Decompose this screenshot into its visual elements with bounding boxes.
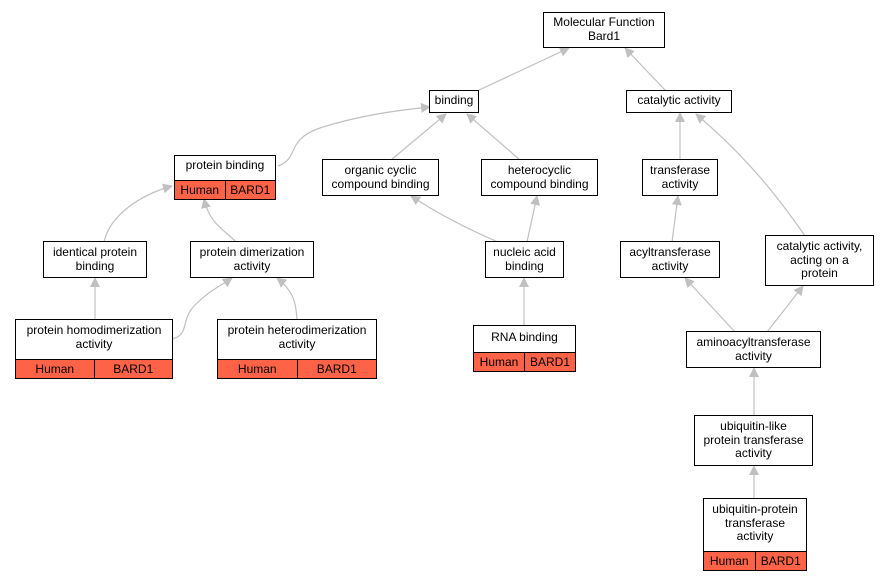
node-transferase-activity[interactable]: transferase activity <box>642 159 718 196</box>
node-organic-cyclic-compound-binding[interactable]: organic cyclic compound binding <box>322 159 439 196</box>
annotation-cells: Human BARD1 <box>473 352 576 372</box>
annotation-gene: BARD1 <box>296 360 377 378</box>
node-binding[interactable]: binding <box>429 90 479 113</box>
node-protein-binding[interactable]: protein binding Human BARD1 <box>174 155 276 200</box>
edge-phoa-to-pda <box>171 277 233 340</box>
annotation-gene: BARD1 <box>754 552 807 570</box>
node-rna-binding[interactable]: RNA binding Human BARD1 <box>473 325 576 372</box>
node-label: protein homodimerization activity <box>26 323 162 351</box>
node-aminoacyltransferase-activity[interactable]: aminoacyltransferase activity <box>686 331 821 368</box>
node-protein-homodimerization-activity[interactable]: protein homodimerization activity Human … <box>15 319 173 379</box>
annotation-species: Human <box>237 362 277 376</box>
edge-binding-to-mf <box>476 47 570 92</box>
node-nucleic-acid-binding[interactable]: nucleic acid binding <box>485 241 564 278</box>
node-label: ubiquitin-protein transferase activity <box>712 502 798 543</box>
node-label: organic cyclic compound binding <box>331 163 430 191</box>
annotation-gene: BARD1 <box>93 360 173 378</box>
node-label: protein binding <box>185 158 265 172</box>
node-protein-dimerization-activity[interactable]: protein dimerization activity <box>190 241 314 278</box>
node-ubiquitin-protein-transferase-activity[interactable]: ubiquitin-protein transferase activity H… <box>703 498 807 571</box>
node-ubiquitin-like-protein-transferase-activity[interactable]: ubiquitin-like protein transferase activ… <box>694 415 813 466</box>
node-label: nucleic acid binding <box>493 245 556 273</box>
edge-cap-to-cat <box>695 113 806 237</box>
node-catalytic-activity-acting-on-a-protein[interactable]: catalytic activity, acting on a protein <box>765 235 874 286</box>
edge-phea-to-pda <box>276 277 298 321</box>
annotation-species: Human <box>180 183 220 197</box>
edge-nab-to-ocb <box>410 195 499 243</box>
node-label: catalytic activity, acting on a protein <box>776 239 863 280</box>
annotation-cells: Human BARD1 <box>217 359 377 379</box>
edge-pda-to-pb <box>201 198 237 243</box>
edge-ocb-to-binding <box>390 113 447 161</box>
node-catalytic-activity[interactable]: catalytic activity <box>626 90 732 113</box>
annotation-species: Human <box>709 554 749 568</box>
node-label: catalytic activity <box>637 93 721 107</box>
node-label: RNA binding <box>491 330 558 344</box>
node-identical-protein-binding[interactable]: identical protein binding <box>43 241 147 278</box>
node-label: ubiquitin-like protein transferase activ… <box>703 419 804 460</box>
annotation-gene: BARD1 <box>224 181 276 199</box>
edge-hcb-to-binding <box>466 113 521 161</box>
node-heterocyclic-compound-binding[interactable]: heterocyclic compound binding <box>481 159 598 196</box>
node-label: protein heterodimerization activity <box>227 323 367 351</box>
node-label: aminoacyltransferase activity <box>696 335 811 363</box>
edge-nab-to-hcb <box>526 195 540 243</box>
node-label: Molecular Function Bard1 <box>553 15 655 43</box>
annotation-cells: Human BARD1 <box>174 180 276 200</box>
node-label: identical protein binding <box>52 245 138 273</box>
node-label: heterocyclic compound binding <box>490 163 589 191</box>
node-label: transferase activity <box>649 163 711 191</box>
annotation-cells: Human BARD1 <box>15 359 173 379</box>
edge-ipb-to-pb <box>103 183 173 243</box>
annotation-species: Human <box>479 355 519 369</box>
node-label: protein dimerization activity <box>199 245 305 273</box>
annotation-species: Human <box>35 362 75 376</box>
annotation-gene: BARD1 <box>524 353 575 371</box>
node-label: binding <box>434 93 474 107</box>
annotation-cells: Human BARD1 <box>703 551 807 571</box>
edge-amino-to-acyl <box>684 277 736 333</box>
node-protein-heterodimerization-activity[interactable]: protein heterodimerization activity Huma… <box>217 319 377 379</box>
edge-pb-to-binding <box>277 102 431 167</box>
node-acyltransferase-activity[interactable]: acyltransferase activity <box>620 241 720 278</box>
node-label: acyltransferase activity <box>629 245 711 273</box>
edge-acyl-to-trans <box>671 195 682 243</box>
node-molecular-function-bard1[interactable]: Molecular Function Bard1 <box>543 12 665 48</box>
edge-amino-to-cap <box>766 285 804 333</box>
edge-cat-to-mf <box>624 47 667 92</box>
